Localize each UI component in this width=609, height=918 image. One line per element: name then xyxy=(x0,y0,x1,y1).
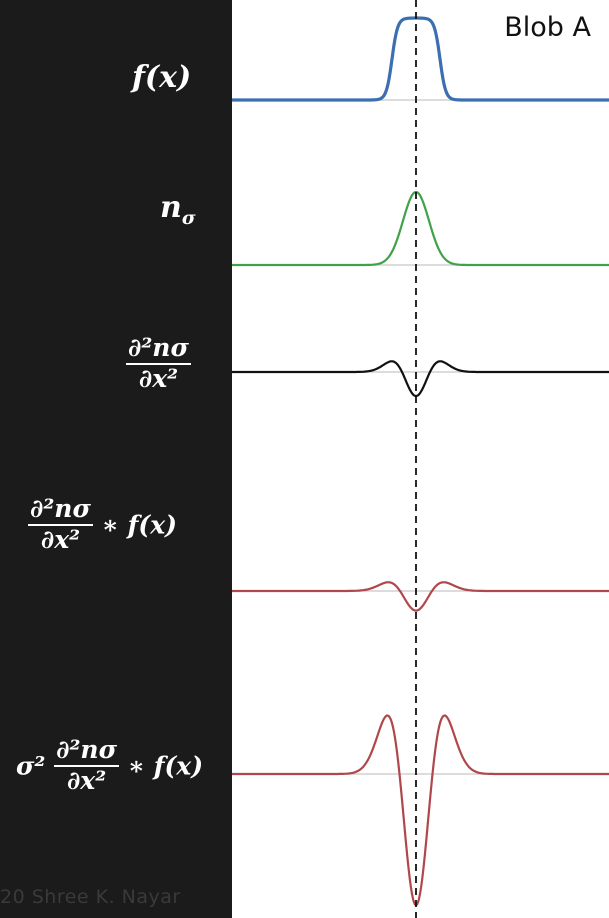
fraction-denominator: ∂x² xyxy=(138,363,179,393)
convolution-suffix: ∗ f(x) xyxy=(101,510,177,540)
label-second-derivative: ∂²nσ ∂x² xyxy=(126,333,191,394)
label-scaled-convolution: σ² ∂²nσ ∂x² ∗ f(x) xyxy=(16,735,204,796)
plot-panel xyxy=(232,0,609,918)
signal-plots xyxy=(232,0,609,918)
scaled-convolution-suffix: ∗ f(x) xyxy=(127,751,204,781)
fraction-numerator: ∂²nσ xyxy=(54,735,120,767)
fraction-numerator: ∂²nσ xyxy=(126,333,191,365)
copyright-text: 20 Shree K. Nayar xyxy=(0,886,181,908)
curve-second_derivative xyxy=(232,360,609,398)
label-f-x-text: f(x) xyxy=(132,60,192,95)
curve-scaled_conv xyxy=(232,714,609,907)
label-n-sigma-text: nσ xyxy=(160,190,196,229)
label-f-x: f(x) xyxy=(132,60,191,95)
fraction-denominator: ∂x² xyxy=(66,765,107,795)
sigma-squared-prefix: σ² xyxy=(16,751,46,781)
fraction-numerator: ∂²nσ xyxy=(28,494,93,526)
curve-conv xyxy=(232,581,609,612)
plot-title: Blob A xyxy=(504,12,591,43)
label-n-sigma: nσ xyxy=(160,190,196,229)
fraction-convolution: ∂²nσ ∂x² xyxy=(28,494,93,555)
fraction-second-derivative: ∂²nσ ∂x² xyxy=(126,333,191,394)
fraction-denominator: ∂x² xyxy=(40,524,81,554)
curve-n_sigma xyxy=(232,190,609,267)
curve-f_x xyxy=(232,16,609,102)
label-convolution: ∂²nσ ∂x² ∗ f(x) xyxy=(28,494,177,555)
fraction-scaled-convolution: ∂²nσ ∂x² xyxy=(54,735,120,796)
